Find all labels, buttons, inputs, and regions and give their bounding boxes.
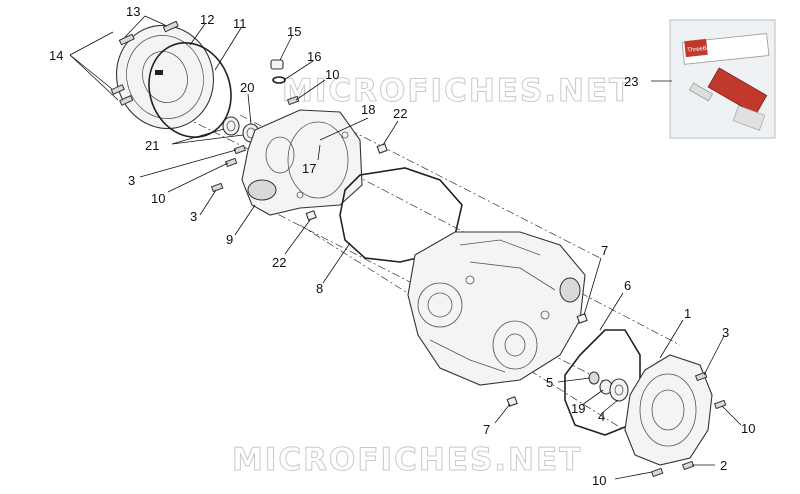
leader-lines	[69, 15, 742, 480]
callout-10-top: 10	[325, 67, 339, 82]
clutch-cover-gasket	[148, 42, 232, 138]
dowel-pins	[305, 143, 588, 407]
callout-20: 20	[240, 80, 254, 95]
callout-labels: 13 12 11 14 15 16 10 20 21 18 17 22 3 10…	[49, 4, 755, 488]
callout-3-lower-left: 3	[190, 209, 197, 224]
callout-11: 11	[233, 16, 247, 31]
callout-18: 18	[361, 102, 375, 117]
watermark-top: MICROFICHES.NET	[282, 73, 632, 109]
callout-15: 15	[287, 24, 301, 39]
callout-13: 13	[126, 4, 140, 19]
callout-4: 4	[598, 409, 605, 424]
callout-7-top: 7	[601, 243, 608, 258]
watermark-bottom: MICROFICHES.NET	[232, 442, 582, 478]
callout-8: 8	[316, 281, 323, 296]
callout-3-right: 3	[722, 325, 729, 340]
callout-2: 2	[720, 458, 727, 473]
product-brand-label: ThreeBond	[687, 45, 717, 54]
generator-seals	[588, 371, 629, 402]
callout-21: 21	[145, 138, 159, 153]
sealant-product-photo: ThreeBond	[669, 19, 776, 139]
crankcase-cover	[241, 109, 363, 216]
callout-14: 14	[49, 48, 63, 63]
callout-16: 16	[307, 49, 321, 64]
callout-3-left: 3	[128, 173, 135, 188]
callout-12: 12	[200, 12, 214, 27]
callout-9: 9	[226, 232, 233, 247]
cover-bolts	[210, 95, 727, 478]
callout-22-top: 22	[393, 106, 407, 121]
callout-23: 23	[624, 74, 638, 89]
generator-cover	[624, 354, 713, 466]
callout-10-left: 10	[151, 191, 165, 206]
callout-19: 19	[571, 401, 585, 416]
callout-22-bottom: 22	[272, 255, 286, 270]
callout-7-bottom: 7	[483, 422, 490, 437]
engine-crankcase	[407, 231, 586, 386]
callout-10-right: 10	[741, 421, 755, 436]
callout-1: 1	[684, 306, 691, 321]
callout-10-bottom: 10	[592, 473, 606, 488]
clutch-cover	[115, 24, 215, 130]
callout-5: 5	[546, 375, 553, 390]
callout-17: 17	[302, 161, 316, 176]
cover-screws	[110, 20, 179, 106]
filler-plug	[270, 59, 286, 84]
callout-6: 6	[624, 278, 631, 293]
